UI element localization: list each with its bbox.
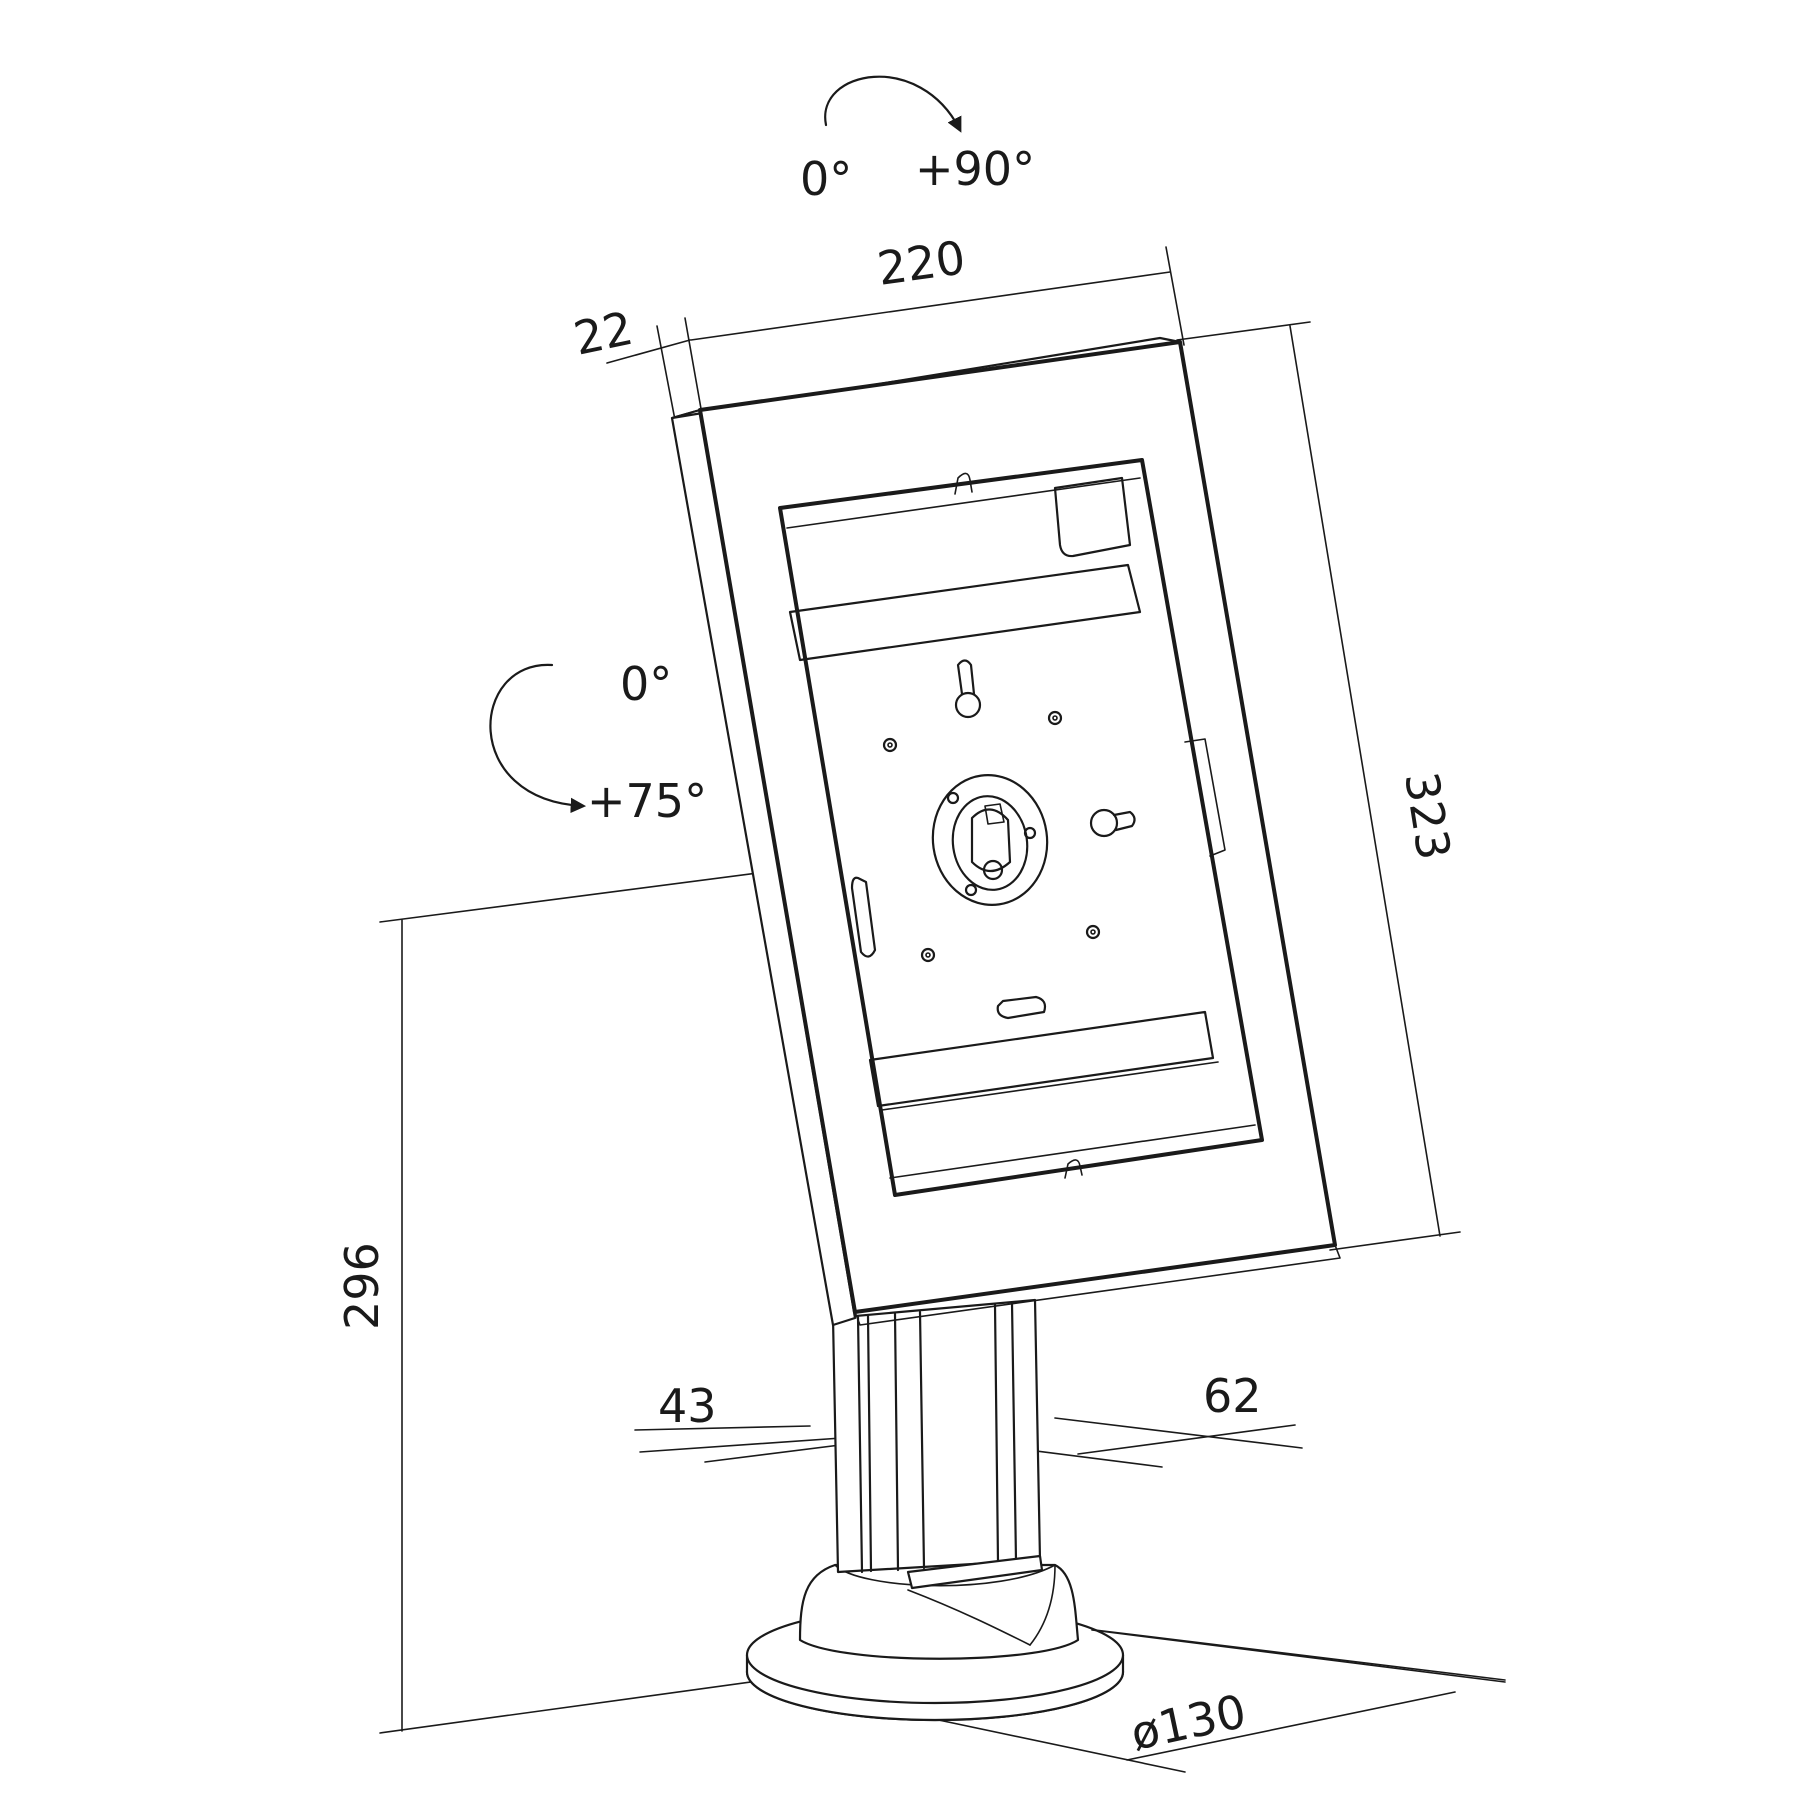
dimension-pole-depth-label: 62 (1203, 1369, 1262, 1423)
screw-hole-2-icon (1047, 710, 1063, 726)
rotation-arrow-side-icon (489, 663, 587, 814)
dimension-width-label: 220 (874, 230, 968, 296)
dimension-depth-label: 22 (569, 301, 637, 366)
keyhole-top-icon (954, 659, 982, 719)
enclosure-bottom-band (868, 1010, 1215, 1108)
rotation-indicator-side: 0° +75° (489, 657, 707, 828)
dimension-pole-width-label: 43 (658, 1379, 717, 1433)
stand-pole (831, 1298, 1044, 1590)
rotation-side-end-label: +75° (587, 774, 707, 828)
screw-hole-4-icon (1085, 924, 1101, 940)
enclosure-top-band (788, 563, 1142, 662)
keyhole-right-icon (1089, 808, 1136, 838)
lock-icon (931, 774, 1049, 906)
tablet-enclosure (670, 336, 1341, 1327)
enclosure-screen-opening (778, 458, 1264, 1197)
dimension-height-label: 323 (1394, 768, 1461, 863)
rotation-top-start-label: 0° (800, 152, 852, 206)
stand-base (745, 1563, 1125, 1722)
screw-hole-1-icon (882, 737, 898, 753)
dimension-width: 220 (684, 230, 1185, 421)
rotation-arrow-top-icon (824, 75, 962, 133)
slot-bottom-icon (996, 995, 1047, 1020)
rotation-side-start-label: 0° (620, 657, 672, 711)
dimension-base-diameter-label: ø130 (1126, 1684, 1251, 1761)
slot-left-icon (850, 876, 877, 958)
dimension-depth: 22 (569, 301, 691, 421)
rotation-indicator-top: 0° +90° (800, 75, 1035, 206)
floor-lines (1091, 1629, 1506, 1683)
screw-hole-3-icon (920, 947, 936, 963)
rotation-top-end-label: +90° (915, 142, 1035, 196)
dimension-total-height-label: 296 (335, 1242, 389, 1330)
enclosure-front-face (698, 340, 1337, 1314)
